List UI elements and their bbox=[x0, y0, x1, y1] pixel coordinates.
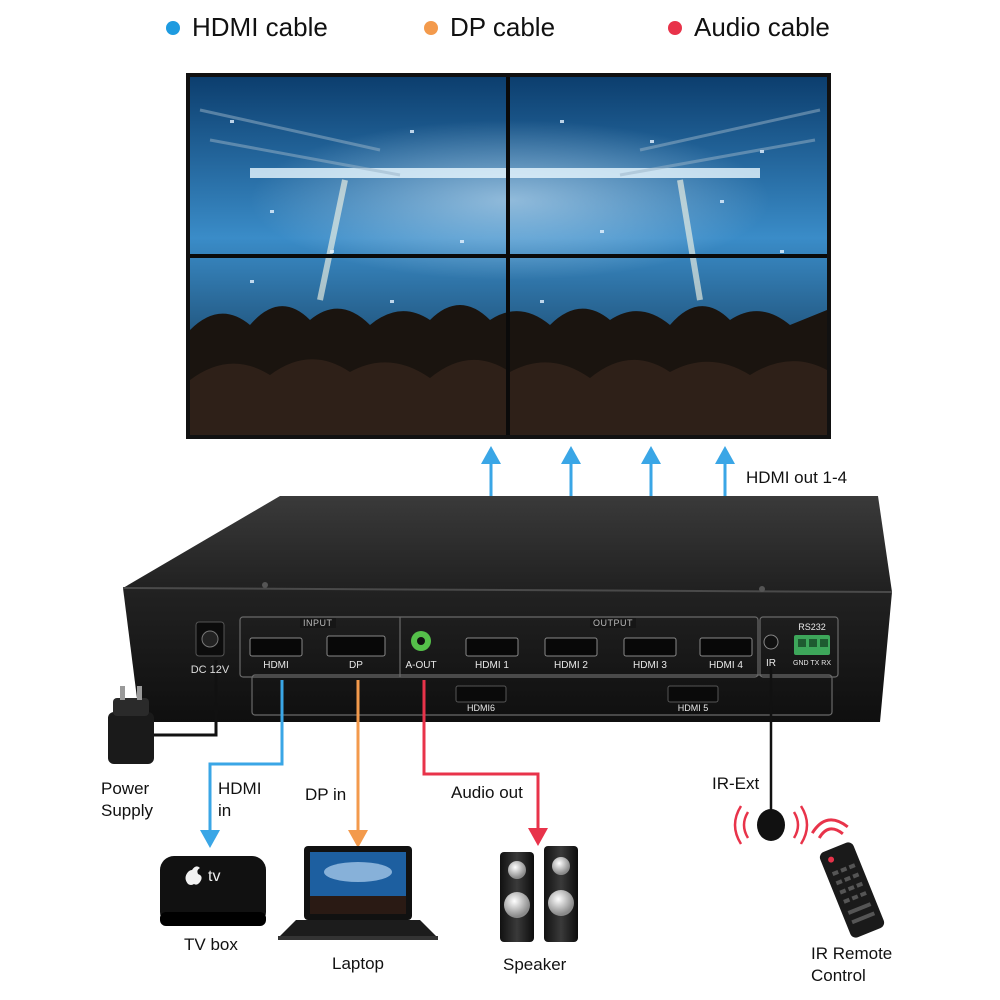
ir-ext-annotation: IR-Ext bbox=[712, 774, 760, 793]
hdmi5-label: HDMI 5 bbox=[677, 703, 709, 713]
speaker-label: Speaker bbox=[503, 955, 567, 974]
laptop-label: Laptop bbox=[332, 954, 384, 973]
input-group-label: INPUT bbox=[300, 618, 336, 628]
rs232-pins-label: GND TX RX bbox=[793, 660, 831, 667]
laptop-icon bbox=[278, 846, 438, 940]
ir-remote-icon bbox=[811, 818, 885, 938]
tv-box-label: TV box bbox=[184, 935, 238, 954]
legend-hdmi: HDMI cable bbox=[166, 12, 328, 43]
hdmi6-label: HDMI6 bbox=[466, 703, 495, 713]
video-wall bbox=[186, 73, 831, 439]
dp-in-annotation: DP in bbox=[305, 785, 347, 804]
speaker-icon bbox=[500, 846, 578, 942]
hdmi-legend-dot bbox=[166, 20, 180, 35]
ir-port-label: IR bbox=[766, 658, 776, 669]
legend-audio-label: Audio cable bbox=[694, 12, 830, 42]
power-cable bbox=[150, 660, 218, 737]
audio-legend-dot bbox=[668, 20, 682, 35]
rs232-label: RS232 bbox=[798, 622, 826, 632]
legend-dp-label: DP cable bbox=[450, 12, 556, 42]
output-group-label: OUTPUT bbox=[590, 618, 636, 628]
legend-dp: DP cable bbox=[424, 12, 555, 43]
tv-box-icon bbox=[160, 856, 266, 926]
hdmi-out-annotation: HDMI out 1-4 bbox=[746, 468, 848, 487]
video-wall-controller bbox=[122, 496, 893, 722]
power-adapter-icon bbox=[108, 686, 154, 764]
remote-label: IR Remote Control bbox=[811, 944, 893, 985]
legend-audio: Audio cable bbox=[668, 12, 830, 43]
audio-out-annotation: Audio out bbox=[451, 783, 523, 802]
hdmi-out-2-label: HDMI 2 bbox=[554, 660, 588, 671]
power-supply-label: Power Supply bbox=[101, 779, 153, 820]
hdmi-out-3-label: HDMI 3 bbox=[633, 660, 667, 671]
hdmi-out-1-label: HDMI 1 bbox=[475, 660, 509, 671]
hdmi-out-4-label: HDMI 4 bbox=[709, 660, 743, 671]
tv-box-brand: tv bbox=[208, 868, 221, 885]
hdmi-in-annotation: HDMI in bbox=[218, 779, 262, 820]
dp-legend-dot bbox=[424, 20, 438, 35]
audio-out-port-label: A-OUT bbox=[405, 660, 437, 671]
ir-receiver-icon bbox=[733, 805, 809, 845]
dp-in-port-label: DP bbox=[349, 660, 363, 671]
hdmi-in-port-label: HDMI bbox=[263, 660, 289, 671]
dc-power-label: DC 12V bbox=[190, 664, 230, 676]
legend-hdmi-label: HDMI cable bbox=[192, 12, 328, 42]
